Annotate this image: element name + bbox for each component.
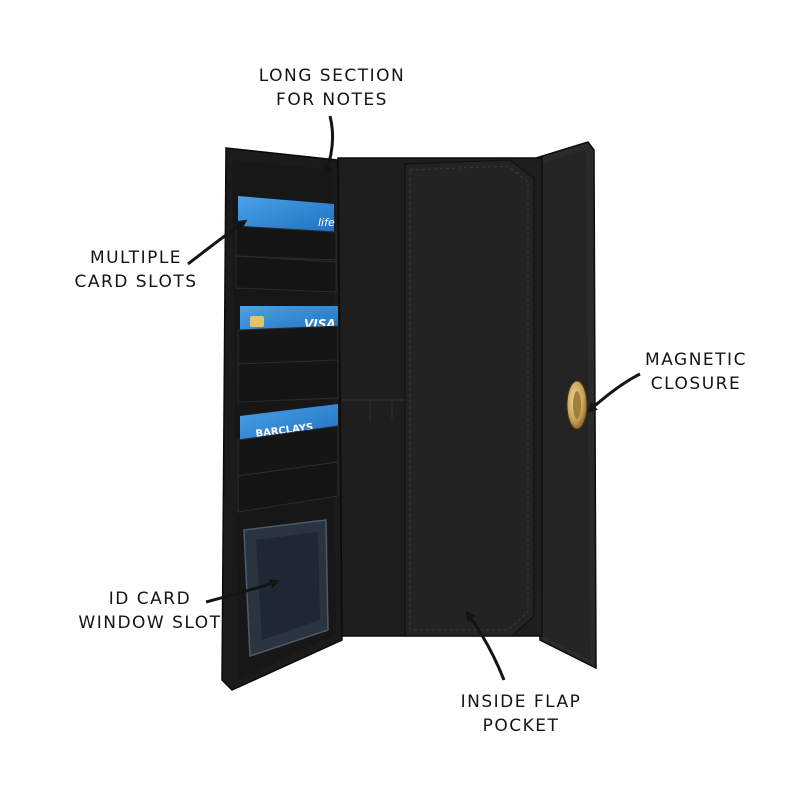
label-multiple-card-slots: MULTIPLE CARD SLOTS: [70, 246, 202, 294]
id-window: [243, 519, 329, 658]
label-flap-line2: POCKET: [482, 716, 560, 736]
inside-flap-pocket: [337, 157, 543, 637]
label-notes-line2: FOR NOTES: [276, 90, 388, 110]
annotation-arrows: [187, 115, 641, 681]
label-slots-line1: MULTIPLE: [89, 248, 183, 268]
arrow-id: [205, 579, 280, 604]
magnetic-clasp: [566, 380, 588, 430]
arrow-slots: [187, 219, 248, 266]
arrow-flap: [465, 610, 506, 681]
label-id-card-window-slot: ID CARD WINDOW SLOT: [70, 587, 230, 635]
label-long-section-for-notes: LONG SECTION FOR NOTES: [252, 64, 412, 112]
label-magnetic-closure: MAGNETIC CLOSURE: [636, 348, 756, 396]
label-notes-line1: LONG SECTION: [258, 66, 406, 86]
label-id-line1: ID CARD: [108, 589, 192, 609]
closure-flap: [535, 141, 597, 670]
label-id-line2: WINDOW SLOT: [78, 613, 222, 633]
card-top: life: [238, 196, 335, 234]
card-top-brand: life: [318, 216, 335, 229]
label-flap-line1: INSIDE FLAP: [460, 692, 582, 712]
label-closure-line1: MAGNETIC: [645, 350, 747, 370]
label-closure-line2: CLOSURE: [650, 374, 742, 394]
arrow-closure: [587, 372, 641, 413]
arrow-notes: [323, 115, 335, 176]
label-slots-line2: CARD SLOTS: [74, 272, 198, 292]
card-panel: life VISA BARCLAYS: [221, 147, 343, 691]
label-inside-flap-pocket: INSIDE FLAP POCKET: [446, 690, 596, 738]
